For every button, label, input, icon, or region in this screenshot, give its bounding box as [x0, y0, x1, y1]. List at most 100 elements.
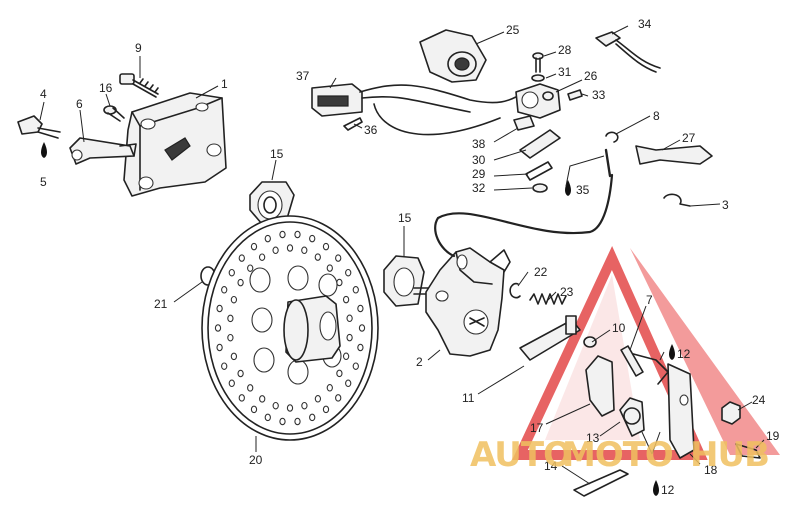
callout-19: 19	[766, 429, 780, 443]
callout-12b: 12	[661, 483, 675, 497]
tie-36	[343, 117, 363, 131]
disc-vent-hole	[342, 295, 350, 304]
circlip-22	[509, 282, 521, 299]
disc-vent-hole	[345, 268, 352, 277]
disc-vent-hole	[228, 268, 235, 277]
disc-vent-hole	[326, 384, 333, 392]
disc-vent-hole	[237, 278, 244, 287]
callout-34: 34	[638, 17, 652, 31]
disc-vent-hole	[352, 362, 359, 370]
oil-drop-icon	[565, 180, 571, 196]
washer-31	[531, 74, 545, 82]
callout-32: 32	[472, 181, 486, 195]
caliper-body	[425, 247, 511, 357]
disc-vent-hole	[352, 286, 359, 294]
disc-vent-hole	[279, 417, 286, 426]
callout-14: 14	[544, 459, 558, 473]
callout-38: 38	[472, 137, 486, 151]
boot-25	[419, 29, 487, 83]
callout-30: 30	[472, 153, 486, 167]
callout-25: 25	[506, 23, 520, 37]
disc-vent-hole	[335, 254, 342, 262]
disc-vent-hole	[264, 234, 271, 243]
plunger-30	[519, 129, 561, 159]
disc-vent-hole	[250, 405, 258, 414]
brake-disc	[201, 215, 379, 441]
disc-vent-hole	[264, 413, 271, 422]
wire-a	[359, 84, 519, 104]
disc-vent-hole	[286, 244, 294, 252]
brake-cable	[434, 173, 614, 258]
callout-27: 27	[682, 131, 696, 145]
disc-vent-hole	[250, 242, 258, 251]
callout-5: 5	[40, 175, 47, 189]
callout-26: 26	[584, 69, 598, 83]
callout-11: 11	[462, 391, 475, 405]
disc-vent-hole	[322, 242, 330, 251]
disc-vent-hole	[294, 417, 301, 426]
disc-vent-hole	[336, 278, 343, 287]
disc-vent-hole	[346, 314, 353, 323]
oil-drop-icon	[669, 344, 675, 360]
washer-32	[532, 183, 548, 193]
callout-29: 29	[472, 167, 486, 181]
caliper-bracket	[123, 92, 227, 197]
callout-22: 22	[534, 265, 548, 279]
callout-17: 17	[530, 421, 544, 435]
clip-19	[735, 443, 761, 459]
leader-lines	[39, 25, 765, 485]
disc-vent-hole	[228, 379, 235, 388]
pin-14	[573, 469, 629, 497]
switch-26	[515, 83, 561, 119]
connector-37	[311, 83, 363, 117]
callout-labels: 1 2 3 4 5 6 7 8 9 10 11 12 12 13 14 15 1…	[40, 17, 780, 497]
bushing-15-lower	[383, 255, 431, 307]
callout-37: 37	[296, 69, 310, 83]
pin-16	[103, 105, 125, 122]
bleed-screw-4	[17, 115, 61, 139]
disc-vent-hole	[358, 324, 366, 332]
callout-3: 3	[722, 198, 729, 212]
lever-38	[513, 115, 535, 131]
disc-vent-hole	[258, 253, 266, 261]
disc-vent-hole	[272, 246, 279, 255]
disc-vent-hole	[335, 394, 342, 402]
clip-3	[663, 193, 691, 207]
disc-vent-hole	[294, 230, 301, 239]
disc-vent-hole	[259, 395, 266, 403]
callout-20: 20	[249, 453, 263, 467]
lever-27	[635, 145, 713, 165]
watermark-word-hub: HUB	[690, 435, 769, 475]
disc-vent-hole	[237, 369, 244, 378]
watermark-wordmark: AUTO MOTO HUB	[470, 435, 770, 475]
callout-28: 28	[558, 43, 572, 57]
callout-9: 9	[135, 41, 142, 55]
disc-vent-hole	[326, 264, 333, 272]
bolt-9	[119, 73, 159, 98]
callout-36: 36	[364, 123, 378, 137]
callout-15b: 15	[398, 211, 412, 225]
callout-10: 10	[612, 321, 626, 335]
disc-vent-hole	[227, 314, 234, 323]
disc-vent-hole	[286, 404, 294, 412]
callout-24: 24	[752, 393, 766, 407]
bushing-15-upper	[249, 181, 295, 225]
disc-vent-hole	[346, 333, 353, 342]
disc-vent-hole	[342, 352, 350, 361]
disc-vent-hole	[230, 295, 238, 304]
plate-29	[525, 161, 553, 181]
callout-6: 6	[76, 97, 83, 111]
disc-vent-hole	[216, 343, 223, 352]
wire-c	[373, 103, 501, 136]
disc-vent-hole	[322, 405, 330, 414]
disc-vent-hole	[238, 254, 245, 262]
disc-vent-hole	[279, 230, 286, 239]
callout-1: 1	[221, 77, 228, 91]
circlip-8	[605, 131, 619, 143]
callout-23: 23	[560, 285, 574, 299]
watermark-word-auto: AUTO	[470, 435, 571, 475]
callout-35: 35	[576, 183, 590, 197]
screw-28	[532, 52, 544, 73]
callout-15a: 15	[270, 147, 284, 161]
